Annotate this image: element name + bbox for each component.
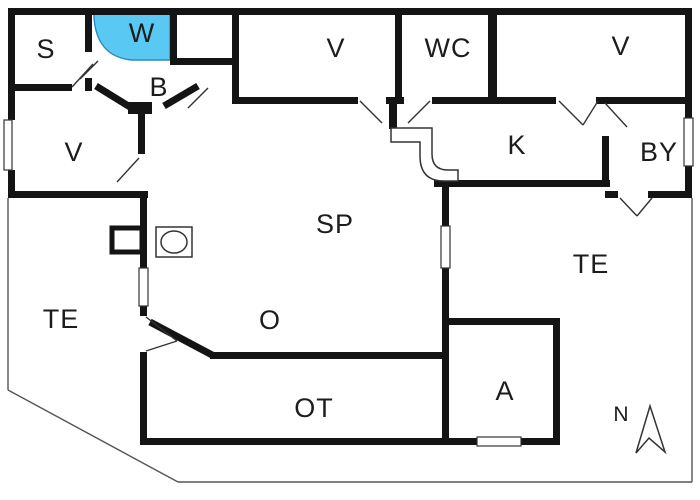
wall — [442, 183, 449, 226]
shower-area-highlight — [93, 9, 171, 61]
door-swing — [619, 197, 638, 217]
door-swing — [582, 100, 599, 126]
wall — [648, 191, 692, 198]
chimney — [109, 225, 145, 255]
wall — [8, 8, 15, 120]
room-label-te-right: TE — [573, 249, 610, 279]
wall — [8, 170, 15, 198]
door-swing — [145, 316, 178, 342]
room-label-v-right: V — [611, 31, 630, 61]
room-label-v-left: V — [64, 137, 83, 167]
wall — [395, 8, 402, 100]
wall — [85, 8, 92, 52]
compass-n-label: N — [613, 403, 628, 426]
room-label-wc: WC — [425, 33, 472, 63]
wall — [140, 306, 147, 316]
wall — [138, 106, 145, 154]
room-label-k: K — [507, 130, 526, 160]
door-swing — [636, 197, 653, 217]
wall — [140, 352, 147, 445]
wall — [232, 8, 239, 104]
kitchen-counter — [390, 127, 459, 182]
room-label-v-mid: V — [326, 33, 345, 63]
angled-walls — [94, 82, 216, 360]
door-swing — [145, 340, 178, 352]
wall — [488, 8, 497, 100]
wall — [210, 352, 445, 359]
wall — [140, 438, 445, 445]
wall — [553, 318, 560, 445]
window — [440, 225, 451, 269]
room-label-by: BY — [640, 137, 678, 167]
wall — [170, 58, 239, 65]
wall — [8, 84, 72, 91]
wall — [442, 318, 560, 325]
wall — [434, 180, 610, 187]
room-label-sp: SP — [316, 209, 354, 239]
door-swing — [407, 100, 431, 124]
stove-plate-icon — [160, 230, 188, 254]
room-label-o: O — [259, 305, 281, 335]
door-swing — [604, 102, 628, 128]
wall — [442, 268, 449, 318]
window — [3, 119, 13, 171]
door-swing — [359, 100, 383, 124]
wall — [8, 191, 148, 198]
fixtures — [109, 127, 667, 455]
north-arrow-icon — [635, 403, 667, 455]
wall — [85, 78, 92, 91]
wall — [685, 166, 692, 198]
wall — [442, 438, 478, 445]
wall — [442, 325, 449, 438]
room-labels: S W B V V WC V K BY SP TE TE O OT A N — [36, 18, 678, 426]
window — [476, 436, 522, 447]
window — [683, 117, 694, 167]
windows — [3, 117, 694, 447]
door-swing — [71, 63, 94, 88]
wall — [170, 8, 177, 60]
door-swing — [116, 157, 140, 183]
wall — [389, 97, 397, 129]
wall — [232, 97, 358, 104]
door-swing — [187, 87, 209, 109]
wall — [8, 8, 692, 15]
door-swing — [79, 60, 99, 80]
door-swings — [71, 60, 653, 352]
room-label-b: B — [149, 72, 168, 102]
wall — [602, 136, 609, 187]
plot-boundary — [7, 198, 693, 483]
wall — [521, 438, 560, 445]
wall — [685, 8, 692, 118]
room-label-s: S — [36, 34, 55, 64]
room-label-ot: OT — [294, 393, 334, 423]
room-label-a: A — [495, 376, 514, 406]
window — [138, 267, 149, 307]
wall — [596, 97, 692, 104]
wall — [432, 97, 556, 104]
wall — [605, 191, 618, 198]
door-swing — [558, 100, 584, 126]
room-label-te-left: TE — [43, 304, 80, 334]
room-label-w: W — [129, 18, 155, 48]
